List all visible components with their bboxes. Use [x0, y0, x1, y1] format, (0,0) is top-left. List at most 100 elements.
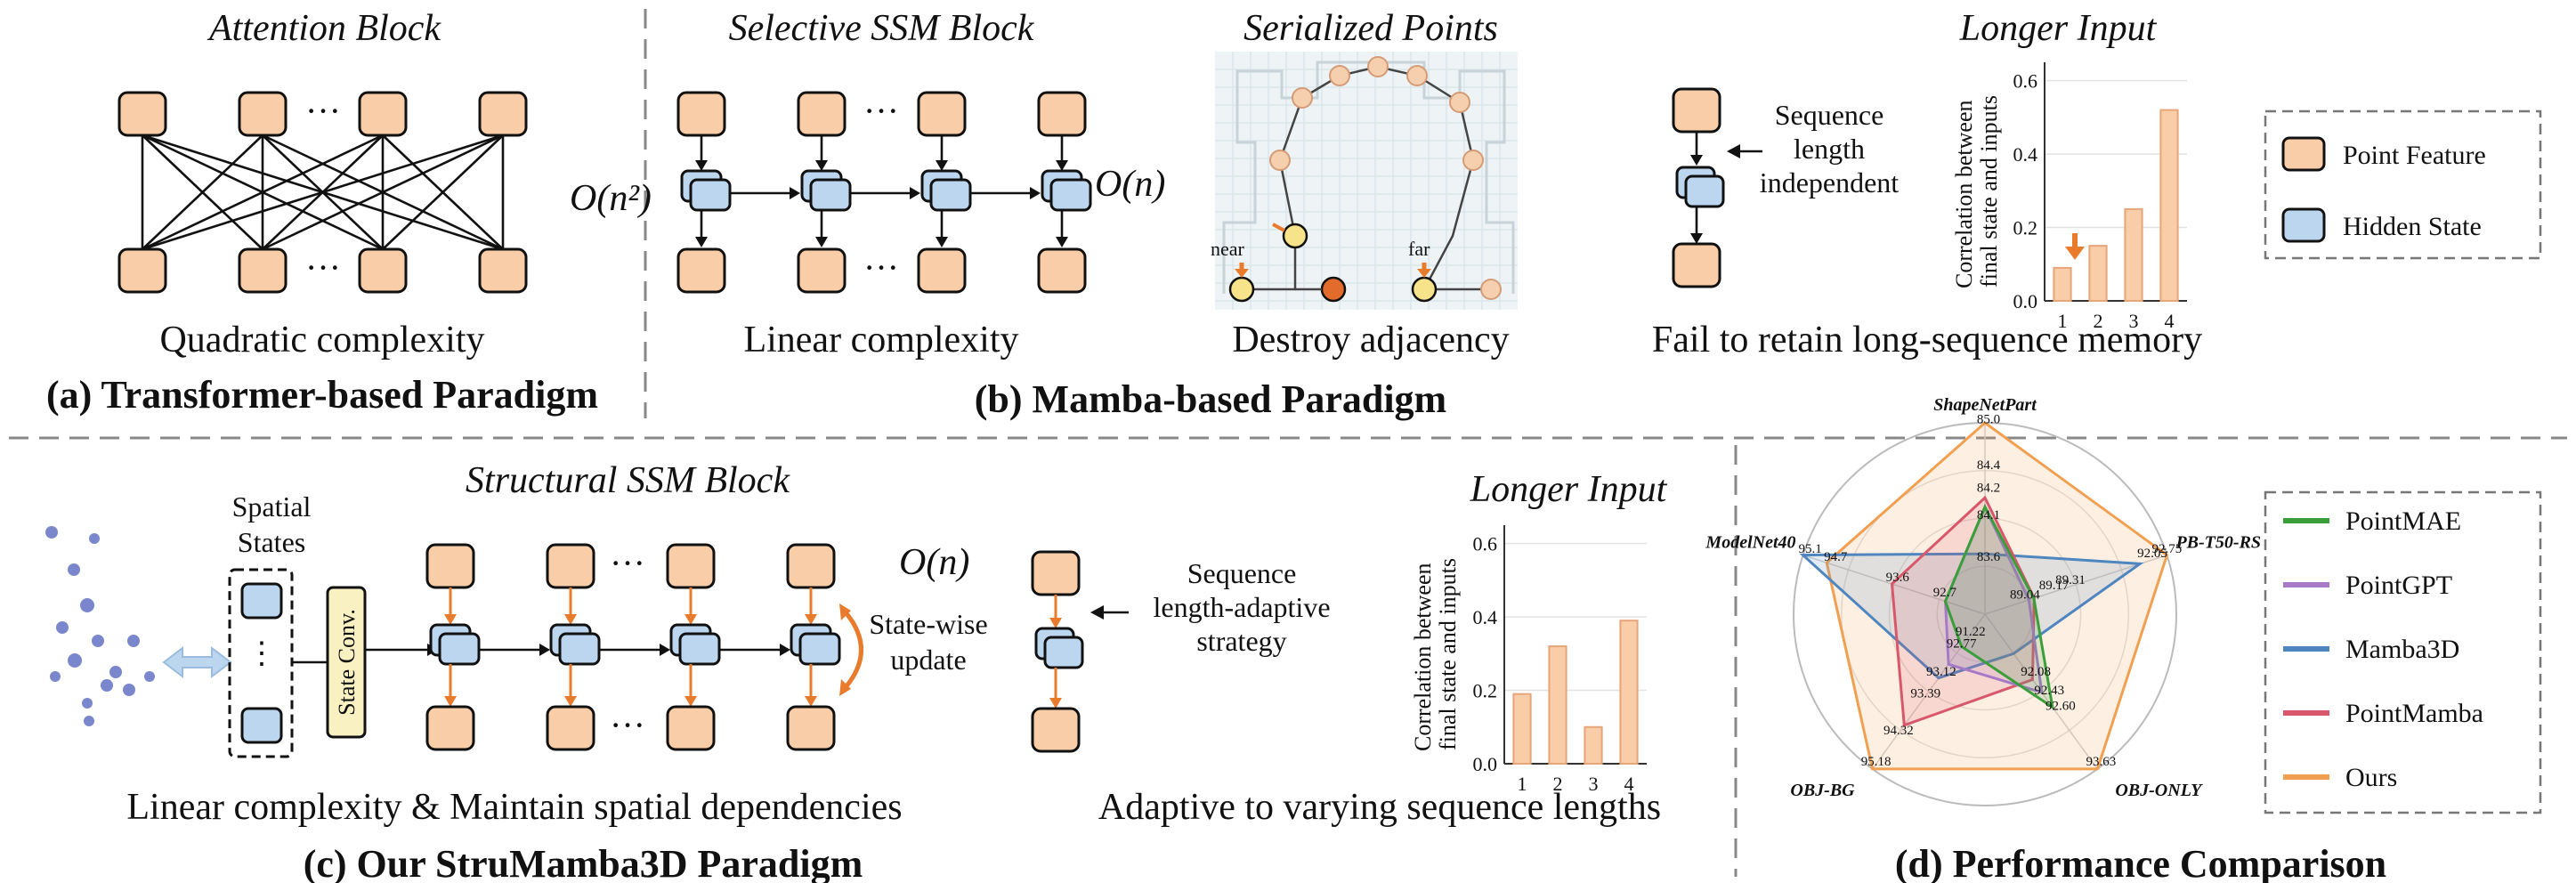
- radar-series-pointmae: [1943, 504, 2054, 710]
- radar-value-label: 92.7: [1933, 586, 1957, 600]
- point: [1367, 56, 1389, 77]
- radar-value-label: 95.18: [1861, 755, 1891, 769]
- ssm-columns: [676, 91, 1092, 294]
- point-feature-node: [425, 543, 475, 589]
- radar-value-label: 83.6: [1977, 550, 2001, 564]
- point-cloud: [45, 526, 155, 726]
- complexity-quadratic: O(n²): [570, 178, 652, 219]
- legend-swatch-point-feature: [2281, 136, 2326, 172]
- point: [1269, 150, 1291, 171]
- point-feature-node: [425, 705, 475, 751]
- highlighted-point: [1228, 276, 1255, 303]
- serialized-grid-bg: [1215, 52, 1518, 310]
- hidden-state-node: [438, 632, 481, 666]
- point-feature-node: [238, 247, 288, 294]
- y-tick-label: 0.0: [2013, 290, 2038, 312]
- hidden-state-node: [809, 178, 852, 212]
- panel-a: Attention Block ··· ··· O(n²) Quadratic …: [46, 8, 652, 417]
- bar: [1512, 693, 1532, 766]
- ellipsis: ···: [610, 705, 645, 745]
- point-feature-node: [917, 91, 967, 137]
- y-tick-label: 0.2: [2013, 217, 2038, 239]
- x-tick-label: 3: [2129, 310, 2139, 332]
- radar-value-label: 94.7: [1824, 550, 1848, 564]
- radar-series-ours: [1825, 421, 2169, 771]
- x-tick-label: 4: [1624, 773, 1634, 795]
- point-feature-node: [1672, 87, 1721, 134]
- hidden-state-node: [689, 178, 732, 212]
- radar-axis-label: PB-T50-RS: [2175, 533, 2261, 553]
- point-feature-node: [786, 543, 836, 589]
- y-tick-label: 0.2: [1473, 680, 1498, 702]
- point-feature-node: [117, 247, 167, 294]
- radar-series-mamba3d: [1799, 552, 2144, 680]
- legend-feature-hidden: Point Feature Hidden State: [2264, 109, 2542, 260]
- adaptive-text-line1: Sequence: [1187, 557, 1297, 589]
- point-feature-node: [1037, 247, 1087, 294]
- spatial-states-line2: States: [238, 526, 305, 558]
- radar-spoke: [1802, 554, 1986, 615]
- bar-chart-strumamba: Longer Input Correlation between final s…: [1410, 469, 1668, 795]
- legend-label-ours: Ours: [2345, 763, 2397, 792]
- radar-value-label: 93.39: [1910, 686, 1940, 701]
- ylabel-line2: final state and inputs: [1435, 558, 1461, 750]
- radar-value-label: 95.1: [1798, 542, 1821, 556]
- hidden-state-node: [678, 632, 721, 666]
- caption-destroy-adjacency: Destroy adjacency: [1232, 320, 1509, 360]
- radar-value-label: 84.1: [1977, 508, 2000, 523]
- query-point: [1320, 276, 1347, 303]
- ellipsis: ···: [305, 91, 341, 131]
- radar-value-label: 93.6: [1886, 571, 1910, 585]
- radar-axis-label: ShapeNetPart: [1933, 395, 2037, 415]
- point-feature-node: [546, 705, 595, 751]
- highlighted-point-far: [1411, 276, 1438, 303]
- serialized-points-title: Serialized Points: [1243, 8, 1498, 49]
- radar-value-label: 93.12: [1926, 665, 1956, 679]
- radar-chart: ShapeNetPartPB-T50-RSOBJ-ONLYOBJ-BGModel…: [1705, 395, 2261, 806]
- point-feature-node: [1037, 91, 1087, 137]
- x-tick-label: 1: [1518, 773, 1527, 795]
- panel-d-label: (d) Performance Comparison: [1895, 842, 2386, 883]
- panel-b-ssm: Selective SSM Block: [676, 8, 1165, 360]
- point-feature-node: [666, 543, 716, 589]
- bar: [1584, 725, 1603, 765]
- radar-axis-label: ModelNet40: [1705, 533, 1795, 553]
- radar-axis-label: OBJ-ONLY: [2115, 781, 2203, 800]
- sequence-text-line1: Sequence: [1775, 99, 1884, 131]
- ellipsis: ···: [863, 247, 899, 288]
- point-feature-node: [1031, 550, 1081, 596]
- attention-block-title: Attention Block: [207, 8, 441, 49]
- point-feature-node: [546, 543, 595, 589]
- update-text-line2: update: [890, 644, 966, 676]
- radar-value-label: 84.2: [1977, 482, 2000, 496]
- point-feature-node: [917, 247, 967, 294]
- bar: [1619, 620, 1639, 766]
- chart-ylabel: Correlation between final state and inpu…: [1410, 557, 1461, 751]
- adaptive-text-line2: length-adaptive: [1153, 591, 1330, 623]
- hidden-state-node: [1684, 174, 1725, 208]
- chart-ylabel: Correlation between final state and inpu…: [1951, 94, 2002, 288]
- radar-value-label: 89.31: [2055, 573, 2086, 587]
- point: [1406, 65, 1428, 86]
- radar-value-label: 89.04: [2010, 588, 2040, 603]
- radar-value-label: 92.60: [2045, 699, 2076, 713]
- ellipsis: ···: [305, 247, 341, 288]
- far-label: far: [1408, 238, 1430, 260]
- point-feature-node: [666, 705, 716, 751]
- radar-value-label: 85.0: [1977, 412, 2000, 426]
- x-tick-label: 4: [2165, 310, 2175, 332]
- x-tick-label: 2: [2094, 310, 2103, 332]
- panel-a-label: (a) Transformer-based Paradigm: [46, 373, 598, 417]
- ellipsis: ···: [610, 543, 645, 583]
- ellipsis: ···: [863, 91, 899, 131]
- attention-connections: [141, 134, 505, 251]
- bar: [2053, 266, 2072, 302]
- bar: [1548, 645, 1567, 765]
- legend-methods: PointMAE PointGPT Mamba3D PointMamba Our…: [2264, 490, 2542, 814]
- radar-value-label: 91.22: [1956, 625, 1986, 639]
- radar-value-label: 92.77: [1947, 637, 1977, 652]
- radar-value-label: 94.32: [1883, 724, 1914, 738]
- point-feature-node: [478, 91, 528, 137]
- chart-title: Longer Input: [1470, 469, 1668, 510]
